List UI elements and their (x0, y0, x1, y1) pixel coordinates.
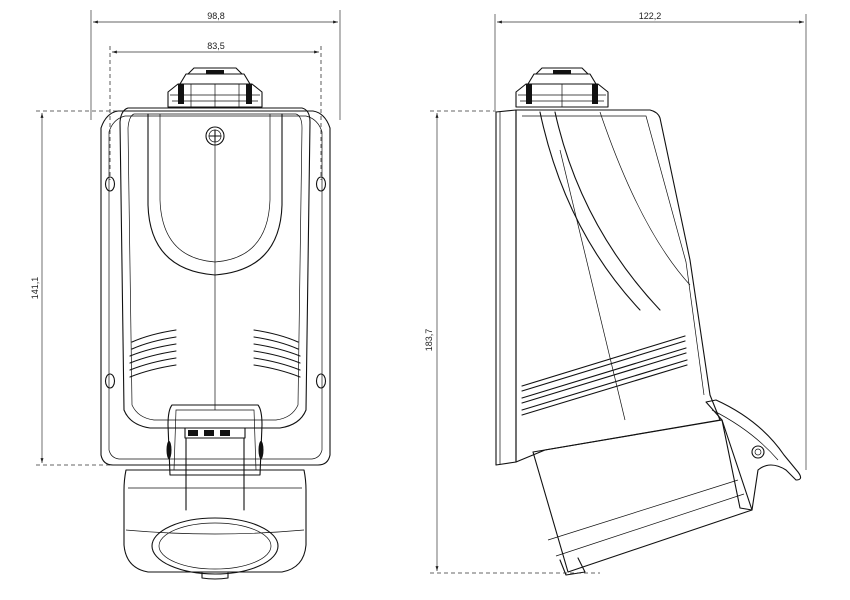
front-width-label: 98,8 (207, 11, 225, 21)
side-height-label: 183,7 (424, 329, 434, 352)
side-socket-collar (532, 419, 753, 576)
front-hinged-lid (166, 404, 264, 511)
side-depth-label: 122,2 (639, 11, 662, 21)
front-width-dimension: 98,8 (90, 10, 341, 120)
side-hinged-lid (705, 399, 802, 511)
front-height-label: 141,1 (30, 277, 40, 300)
side-ribs (521, 335, 688, 416)
front-screw (205, 126, 225, 146)
front-main-body (119, 107, 311, 429)
side-mounting-plate (495, 109, 517, 466)
front-ribs-left (129, 329, 177, 378)
front-cable-gland (167, 67, 263, 108)
front-socket-ring (123, 469, 307, 580)
front-ribs-right (253, 329, 301, 378)
front-mount-width-label: 83,5 (207, 41, 225, 51)
front-height-dimension: 141,1 (30, 110, 118, 466)
front-u-recess (147, 113, 283, 276)
side-view: 122,2 183,7 (424, 11, 807, 576)
front-view: 98,8 83,5 141,1 (30, 10, 341, 580)
front-mounting-holes (104, 176, 327, 389)
side-depth-dimension: 122,2 (494, 11, 807, 470)
front-mounting-plate (100, 110, 331, 466)
side-cable-gland (515, 67, 609, 108)
side-height-dimension: 183,7 (424, 110, 600, 574)
front-mount-width-dimension: 83,5 (109, 41, 322, 180)
